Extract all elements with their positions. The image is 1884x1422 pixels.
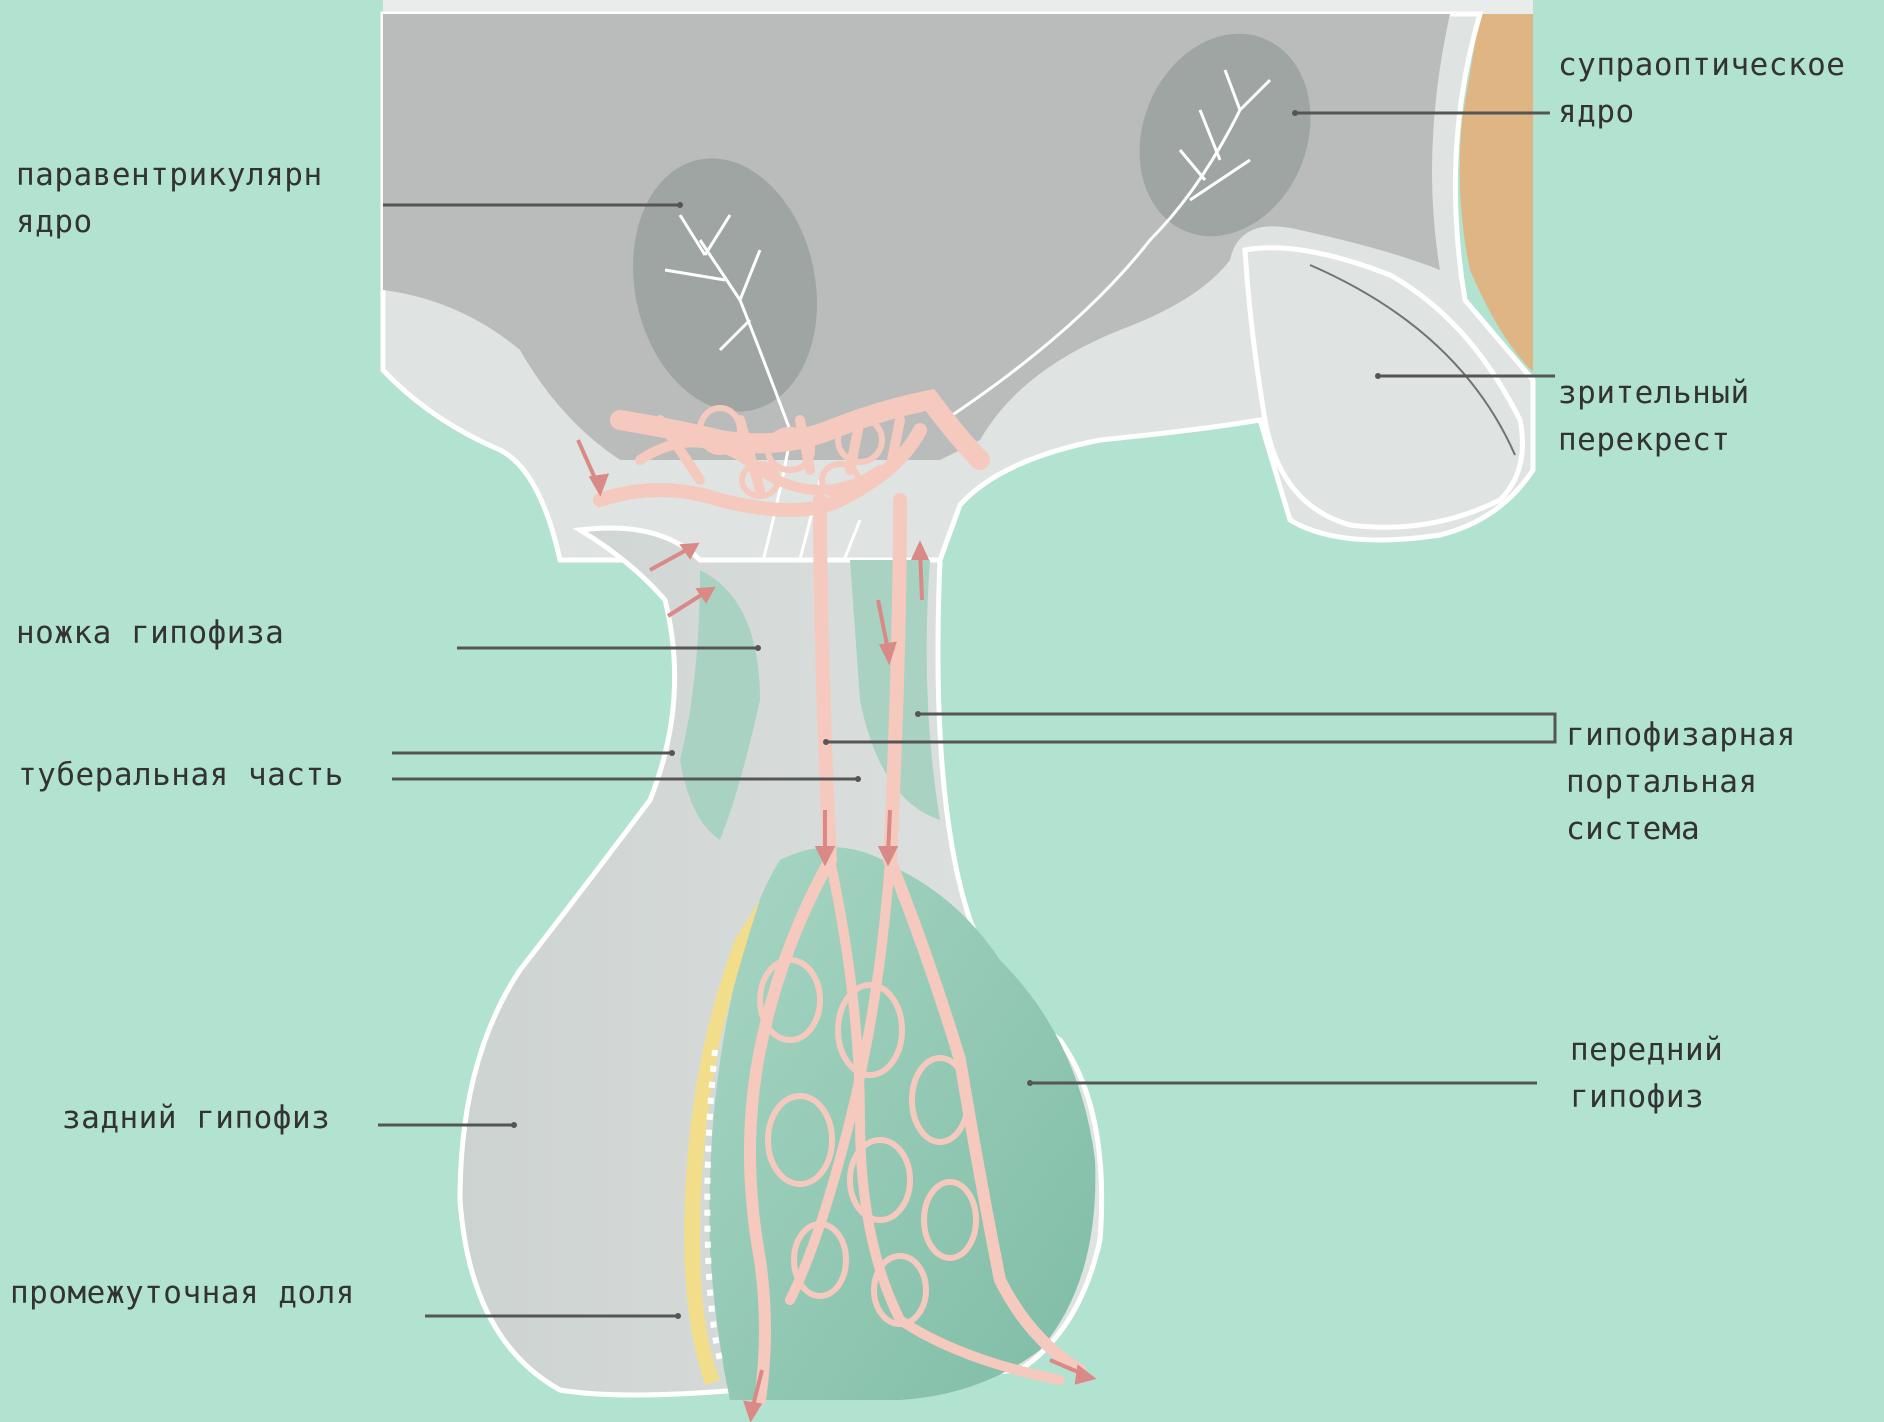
- label-supraoptic-nucleus: супраоптическое ядро: [1558, 42, 1845, 136]
- label-optic-chiasm: зрительный перекрест: [1558, 370, 1750, 464]
- label-paraventricular-nucleus: паравентрикулярн ядро: [16, 152, 323, 246]
- label-posterior-pituitary: задний гипофиз: [62, 1095, 330, 1142]
- label-tuberal-part: туберальная часть: [18, 752, 344, 799]
- label-portal-system: гипофизарная портальная система: [1566, 712, 1796, 853]
- label-anterior-pituitary: передний гипофиз: [1570, 1027, 1723, 1121]
- label-intermediate-lobe: промежуточная доля: [10, 1270, 355, 1317]
- label-pituitary-stalk: ножка гипофиза: [16, 610, 284, 657]
